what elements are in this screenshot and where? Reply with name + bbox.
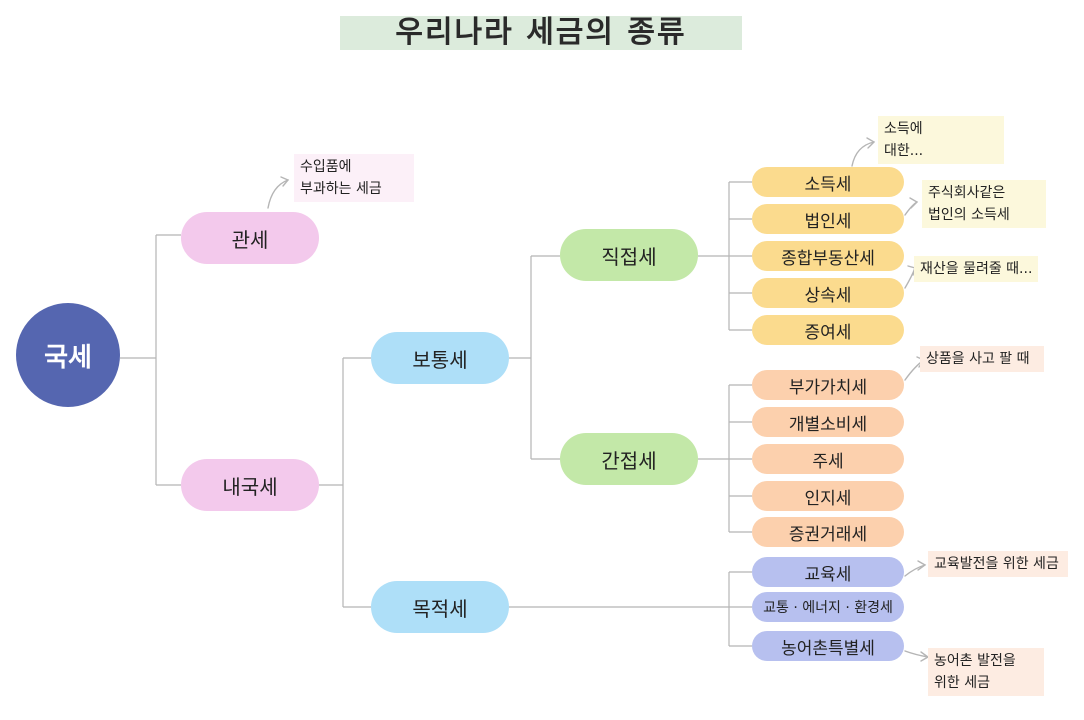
- leaf-inheritance-tax: 상속세: [752, 278, 904, 308]
- note-customs: 수입품에 부과하는 세금: [294, 154, 414, 202]
- node-direct-tax: 직접세: [560, 229, 698, 281]
- node-ordinary-tax: 보통세: [371, 332, 509, 384]
- note-inheritance: 재산을 물려줄 때...: [914, 256, 1038, 282]
- note-rural: 농어촌 발전을 위한 세금: [928, 648, 1044, 696]
- root-node-national-tax: 국세: [16, 303, 120, 407]
- node-domestic-tax: 내국세: [181, 459, 319, 511]
- diagram-title: 우리나라 세금의 종류: [340, 16, 742, 50]
- node-indirect-tax: 간접세: [560, 433, 698, 485]
- note-vat: 상품을 사고 팔 때: [920, 346, 1044, 372]
- node-purpose-tax: 목적세: [371, 581, 509, 633]
- leaf-education-tax: 교육세: [752, 557, 904, 587]
- note-corporate: 주식회사같은 법인의 소득세: [922, 180, 1046, 228]
- leaf-value-added-tax: 부가가치세: [752, 370, 904, 400]
- leaf-individual-consumption-tax: 개별소비세: [752, 407, 904, 437]
- leaf-corporate-tax: 법인세: [752, 204, 904, 234]
- leaf-income-tax: 소득세: [752, 167, 904, 197]
- leaf-securities-transaction-tax: 증권거래세: [752, 517, 904, 547]
- note-education: 교육발전을 위한 세금: [928, 551, 1068, 577]
- leaf-comprehensive-real-estate-tax: 종합부동산세: [752, 241, 904, 271]
- leaf-transport-energy-environment-tax: 교통 · 에너지 · 환경세: [752, 592, 904, 622]
- node-customs-duty: 관세: [181, 212, 319, 264]
- leaf-stamp-tax: 인지세: [752, 481, 904, 511]
- leaf-gift-tax: 증여세: [752, 315, 904, 345]
- note-income: 소득에 대한...: [878, 116, 1004, 164]
- leaf-rural-special-tax: 농어촌특별세: [752, 631, 904, 661]
- leaf-liquor-tax: 주세: [752, 444, 904, 474]
